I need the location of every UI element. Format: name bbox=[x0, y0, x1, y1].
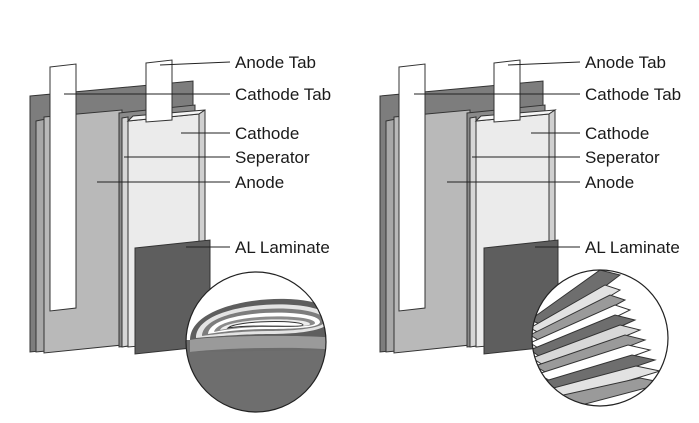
label-anode: Anode bbox=[585, 173, 634, 192]
label-separator: Seperator bbox=[585, 148, 660, 167]
label-al-laminate: AL Laminate bbox=[585, 238, 680, 257]
label-anode: Anode bbox=[235, 173, 284, 192]
anode-tab bbox=[49, 63, 77, 312]
label-cathode-tab: Cathode Tab bbox=[235, 85, 331, 104]
separator-edge bbox=[469, 116, 477, 348]
stacked-magnifier bbox=[531, 269, 669, 407]
label-cathode: Cathode bbox=[235, 124, 299, 143]
label-separator: Seperator bbox=[235, 148, 310, 167]
wound-magnifier bbox=[185, 271, 327, 413]
cathode-tab bbox=[493, 59, 521, 123]
leader-anode-tab bbox=[507, 61, 581, 66]
anode-tab bbox=[398, 63, 426, 312]
label-anode-tab: Anode Tab bbox=[585, 53, 666, 72]
label-cathode-tab: Cathode Tab bbox=[585, 85, 681, 104]
label-cathode: Cathode bbox=[585, 124, 649, 143]
leader-anode-tab bbox=[159, 61, 231, 66]
wound-cell: Anode Tab Cathode Tab Cathode Seperator … bbox=[29, 53, 331, 413]
label-al-laminate: AL Laminate bbox=[235, 238, 330, 257]
label-anode-tab: Anode Tab bbox=[235, 53, 316, 72]
cathode-tab bbox=[145, 59, 173, 123]
separator-edge bbox=[121, 116, 129, 348]
stacked-cell: Anode Tab Cathode Tab Cathode Seperator … bbox=[379, 53, 681, 407]
